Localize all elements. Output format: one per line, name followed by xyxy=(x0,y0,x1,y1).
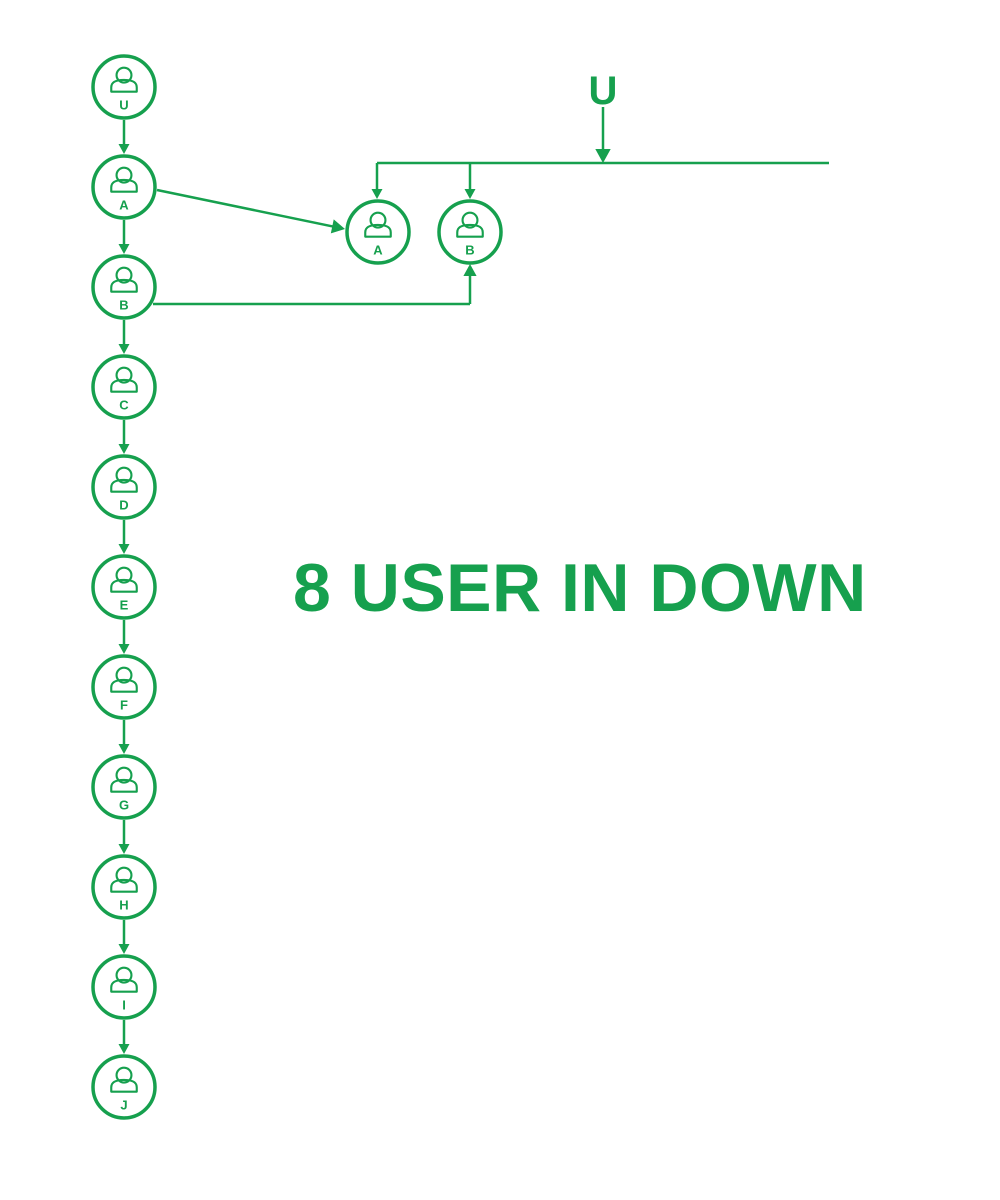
node-circle xyxy=(91,354,157,420)
top-label: U xyxy=(589,69,618,113)
connector-lines xyxy=(118,107,829,1054)
node-label: B xyxy=(119,297,128,312)
user-chain: U A B C D E F G H I J xyxy=(91,54,157,1120)
arrow-head xyxy=(118,144,130,154)
node-circle xyxy=(91,1054,157,1120)
node-label: A xyxy=(119,197,129,212)
arrow-head xyxy=(118,944,130,954)
arrow-head xyxy=(371,189,383,199)
node-label: I xyxy=(122,997,126,1012)
node-label: U xyxy=(119,97,128,112)
arrow-head xyxy=(463,264,477,276)
user-node-f: F xyxy=(91,654,157,720)
down-user-a: A xyxy=(345,199,411,265)
node-label: F xyxy=(120,697,128,712)
arrow-head xyxy=(118,244,130,254)
headline: 8 USER IN DOWN xyxy=(293,550,867,626)
arrow-head xyxy=(118,1044,130,1054)
arrow-head xyxy=(118,844,130,854)
node-circle xyxy=(91,954,157,1020)
user-node-j: J xyxy=(91,1054,157,1120)
user-node-i: I xyxy=(91,954,157,1020)
node-circle xyxy=(91,154,157,220)
node-label: E xyxy=(120,597,129,612)
arrow-head xyxy=(464,189,476,199)
user-node-c: C xyxy=(91,354,157,420)
user-node-e: E xyxy=(91,554,157,620)
node-label: G xyxy=(119,797,129,812)
node-label: B xyxy=(465,242,474,257)
arrow-head xyxy=(595,149,611,163)
arrow-head xyxy=(118,444,130,454)
node-label: H xyxy=(119,897,128,912)
arrow-head xyxy=(118,644,130,654)
node-circle xyxy=(345,199,411,265)
node-circle xyxy=(437,199,503,265)
arrow-head xyxy=(330,219,345,234)
node-circle xyxy=(91,54,157,120)
user-node-u: U xyxy=(91,54,157,120)
node-label: D xyxy=(119,497,128,512)
arrow-head xyxy=(118,544,130,554)
arrow-head xyxy=(118,744,130,754)
user-node-g: G xyxy=(91,754,157,820)
node-circle xyxy=(91,554,157,620)
node-circle xyxy=(91,854,157,920)
node-label: C xyxy=(119,397,129,412)
arrow-head xyxy=(118,344,130,354)
node-label: A xyxy=(373,242,383,257)
user-node-d: D xyxy=(91,454,157,520)
node-circle xyxy=(91,654,157,720)
a-link-line xyxy=(156,188,338,229)
down-user-b: B xyxy=(437,199,503,265)
node-circle xyxy=(91,254,157,320)
node-circle xyxy=(91,754,157,820)
node-circle xyxy=(91,454,157,520)
user-node-h: H xyxy=(91,854,157,920)
node-label: J xyxy=(120,1097,127,1112)
user-node-b: B xyxy=(91,254,157,320)
user-node-a: A xyxy=(91,154,157,220)
